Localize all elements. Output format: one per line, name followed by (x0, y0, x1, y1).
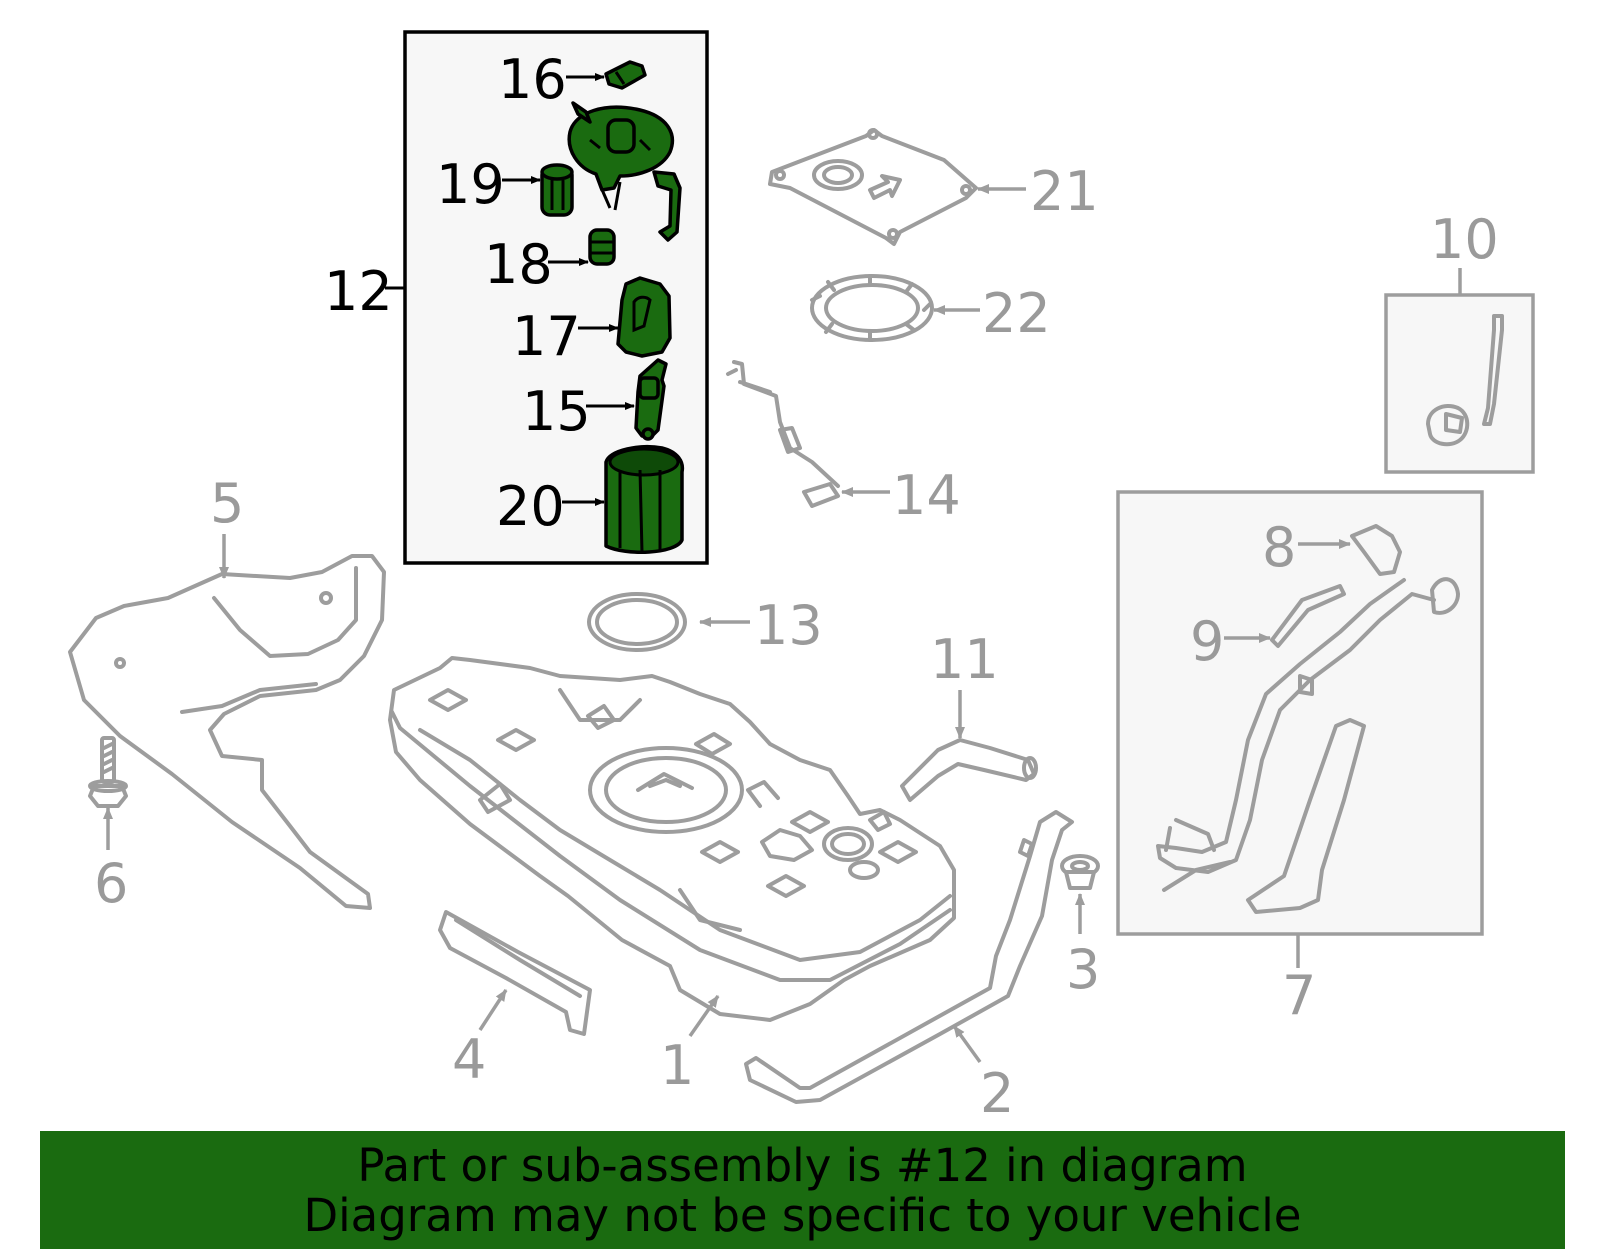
banner-line-1: Part or sub-assembly is #12 in diagram (357, 1139, 1248, 1192)
part-2-band[interactable] (744, 810, 1074, 1104)
filler-neck-pipe[interactable] (1156, 577, 1460, 914)
callout-11: 11 (930, 628, 999, 691)
part-16-connector[interactable] (604, 60, 647, 90)
notice-banner: Part or sub-assembly is #12 in diagram D… (40, 1131, 1565, 1249)
part-3-nut[interactable] (1060, 854, 1100, 890)
callout-6: 6 (94, 852, 128, 915)
callout-10: 10 (1430, 208, 1499, 271)
part-11-hose[interactable] (900, 738, 1038, 802)
part-14-sender[interactable] (726, 360, 840, 508)
part-19-filter[interactable] (540, 163, 574, 217)
callout-13: 13 (754, 594, 823, 657)
callout-12: 12 (324, 260, 393, 323)
callout-20: 20 (496, 475, 565, 538)
part-21-plate[interactable] (768, 128, 978, 246)
part-4-strap[interactable] (438, 910, 592, 1036)
callout-7: 7 (1282, 964, 1316, 1027)
part-7-box (1116, 490, 1484, 936)
callout-16: 16 (498, 48, 567, 111)
part-8-cap-housing[interactable] (1350, 524, 1402, 576)
part-10-gauge[interactable] (1426, 314, 1504, 447)
callout-22: 22 (982, 282, 1051, 345)
part-15-pump[interactable] (634, 358, 668, 441)
callout-8: 8 (1262, 516, 1296, 579)
part-22-ring[interactable] (810, 274, 934, 342)
callout-17: 17 (512, 305, 581, 368)
callout-9: 9 (1190, 610, 1224, 673)
callout-3: 3 (1066, 938, 1100, 1001)
banner-line-2: Diagram may not be specific to your vehi… (303, 1189, 1302, 1242)
callout-18: 18 (484, 233, 553, 296)
part-6-bolt[interactable] (88, 736, 128, 808)
part-20-reservoir[interactable] (604, 445, 685, 554)
callout-2: 2 (980, 1062, 1014, 1125)
callout-14: 14 (892, 464, 961, 527)
callout-19: 19 (436, 153, 505, 216)
part-5-shield[interactable] (68, 554, 386, 910)
part-9-hose[interactable] (1270, 584, 1346, 648)
part-17-housing[interactable] (616, 276, 672, 358)
fuel-pump-flange[interactable] (567, 101, 682, 242)
part-1-tank[interactable] (388, 656, 956, 1022)
callout-1: 1 (660, 1034, 694, 1097)
part-13-gasket[interactable] (587, 592, 687, 652)
part-10-box (1384, 293, 1535, 474)
part-18-ring[interactable] (588, 228, 616, 266)
callout-5: 5 (210, 472, 244, 535)
callout-4: 4 (452, 1028, 486, 1091)
callout-21: 21 (1030, 160, 1099, 223)
callout-15: 15 (522, 380, 591, 443)
